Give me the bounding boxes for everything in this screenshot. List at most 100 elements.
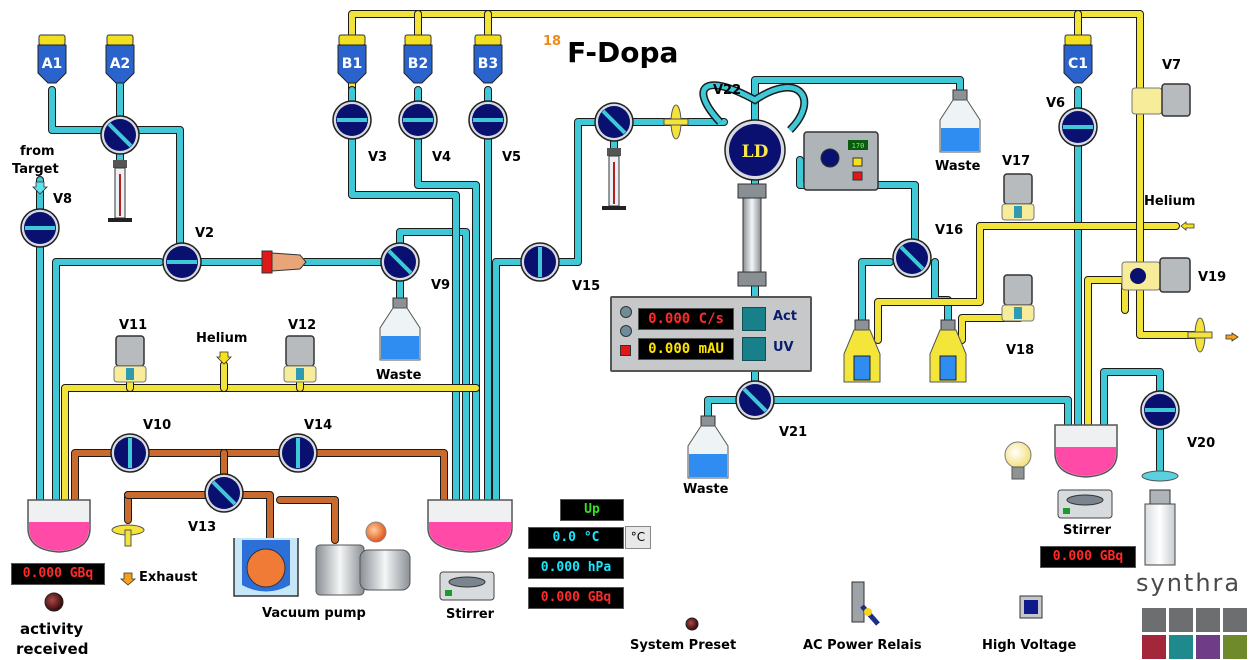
vial-body (403, 44, 433, 84)
vial-cap (474, 34, 502, 46)
waste-bottle-top (939, 89, 981, 153)
activity-led (44, 592, 64, 612)
a1-line (49, 87, 123, 133)
activity-right-readout: 0.000 GBq (1040, 546, 1136, 568)
valve-label-v20: V20 (1187, 436, 1216, 451)
valve-label-v4: V4 (432, 150, 452, 165)
filter-stem (124, 529, 132, 547)
reagent-vial-b1[interactable]: B1 (337, 34, 367, 84)
activity-received-label-line1: activity (20, 620, 84, 638)
reagent-vial-a1[interactable]: A1 (37, 34, 67, 84)
valve-channel (387, 249, 413, 275)
waste-left-label: Waste (376, 368, 422, 383)
valve-v6[interactable] (1058, 107, 1098, 147)
valve-label-v10: V10 (143, 418, 172, 433)
title-name: F-Dopa (567, 36, 679, 69)
reagent-vial-c1[interactable]: C1 (1063, 34, 1093, 84)
reagent-vial-b3[interactable]: B3 (473, 34, 503, 84)
reagent-vial-b2[interactable]: B2 (403, 34, 433, 84)
exhaust-label: Exhaust (139, 570, 198, 585)
system-preset-label: System Preset (630, 638, 737, 653)
valve-label-v21: V21 (779, 425, 808, 440)
brand-tile (1196, 635, 1220, 659)
system-preset-button[interactable] (685, 617, 699, 631)
vacuum-pump-motor (315, 544, 365, 596)
solenoid-coil (115, 335, 145, 367)
valve-v5[interactable] (468, 100, 508, 140)
brand-tiles (1142, 608, 1249, 660)
syringe-right[interactable] (602, 148, 626, 210)
valve-v22a[interactable] (594, 102, 634, 142)
reactor-liquid (429, 522, 511, 551)
valve-v15[interactable] (520, 242, 560, 282)
detector-panel: 0.000 C/s 0.000 mAU Act UV (610, 296, 812, 372)
v19-rotor (1130, 268, 1146, 284)
valve-v7[interactable] (1131, 83, 1191, 117)
valve-channel (742, 387, 768, 413)
valve-v1[interactable] (100, 115, 140, 155)
switch-knob (864, 608, 872, 616)
bottle-liquid (689, 454, 727, 477)
vial-cap (404, 34, 432, 46)
detector-act-readout: 0.000 C/s (638, 308, 734, 330)
valve-label-v15: V15 (572, 279, 601, 294)
valve-v22-loop[interactable]: LD (699, 81, 809, 181)
valve-v14[interactable] (278, 433, 318, 473)
column-body (742, 197, 762, 273)
valve-v19[interactable] (1121, 257, 1191, 293)
stirrer-left[interactable] (439, 571, 495, 601)
stirrer-led (1063, 508, 1070, 514)
v15-to-syringe-line-outline (556, 118, 616, 266)
system-preset-led (685, 617, 699, 631)
vial-body (105, 44, 135, 84)
valve-v20[interactable] (1140, 390, 1180, 430)
valve-label-v13: V13 (188, 520, 217, 535)
bottle-liquid (941, 128, 979, 151)
stirrer-plate (448, 576, 486, 588)
reagent-vial-a2[interactable]: A2 (105, 34, 135, 84)
syringe-plunger (108, 218, 132, 222)
activity-main-readout: 0.000 GBq (11, 563, 105, 585)
vacuum-pump[interactable] (315, 521, 411, 596)
temperature-unit-button[interactable]: °C (625, 526, 651, 549)
valve-label-v8: V8 (53, 192, 73, 207)
valve-channel (107, 122, 133, 148)
valve-v3[interactable] (332, 100, 372, 140)
hplc-pump[interactable]: 170 (803, 131, 879, 191)
bottle-liquid (381, 336, 419, 359)
vial-label: A1 (42, 56, 63, 72)
v15-to-syringe-line (557, 119, 615, 265)
valve-v8[interactable] (20, 208, 60, 248)
valve-channel (211, 480, 237, 506)
valve-v12[interactable] (283, 335, 317, 383)
syringe-hub (607, 148, 621, 156)
valve-v17[interactable] (1001, 173, 1035, 221)
uv-button[interactable] (742, 337, 766, 361)
solenoid-stem (296, 368, 304, 380)
valve-v4[interactable] (398, 100, 438, 140)
valve-v16[interactable] (892, 238, 932, 278)
valve-v13[interactable] (204, 473, 244, 513)
valve-v21[interactable] (735, 380, 775, 420)
valve-v18[interactable] (1001, 274, 1035, 322)
valve-v2[interactable] (162, 242, 202, 282)
high-voltage-button[interactable] (1019, 595, 1043, 619)
valve-v9[interactable] (380, 242, 420, 282)
brand-tile (1196, 608, 1220, 632)
valve-v11[interactable] (113, 335, 147, 383)
act-button[interactable] (742, 307, 766, 331)
syringe-left[interactable] (108, 160, 132, 222)
activity-center-readout: 0.000 GBq (528, 587, 624, 609)
cartridge-body (271, 252, 307, 272)
solenoid-stem (1014, 307, 1022, 319)
valve-channel (899, 245, 925, 271)
ld-label: LD (742, 142, 769, 162)
hv-indicator (1024, 600, 1038, 614)
trap-to-pump-line-outline (276, 496, 339, 544)
stirrer-right[interactable] (1057, 489, 1113, 519)
sterile-filter-top (663, 104, 689, 140)
vial-body (473, 44, 503, 84)
valve-label-v11: V11 (119, 318, 148, 333)
ac-power-relais-switch[interactable] (851, 581, 880, 626)
valve-v10[interactable] (110, 433, 150, 473)
